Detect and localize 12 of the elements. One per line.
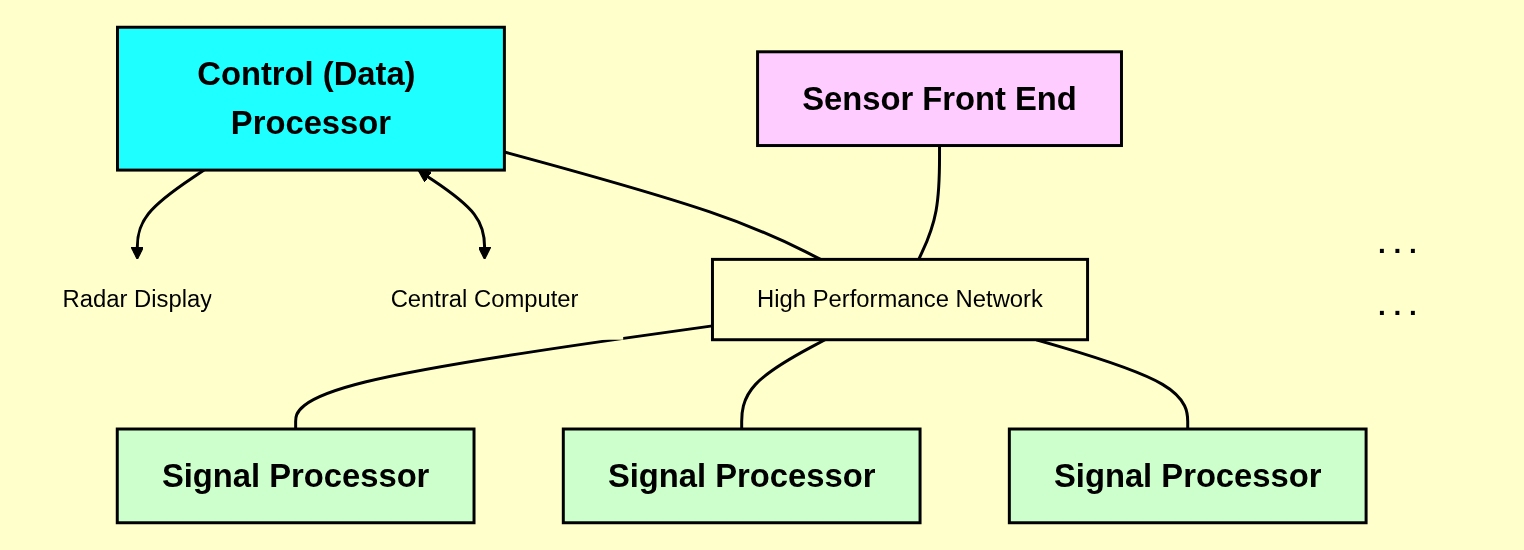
ellipsis-label: . . . [1378,290,1418,322]
node-text: Radar Display [62,286,213,312]
node-box: Sensor Front End [756,50,1123,148]
node-box: High Performance Network [711,257,1090,342]
ellipsis-label: . . . [1378,228,1418,260]
node-box: Signal Processor [1007,427,1368,525]
node-box: Signal Processor [115,427,476,525]
node-box: Signal Processor [561,427,922,525]
connector [294,324,713,429]
node-text: Central Computer [390,286,579,312]
connector [917,145,941,260]
node-box: Control (Data) Processor [116,25,506,172]
